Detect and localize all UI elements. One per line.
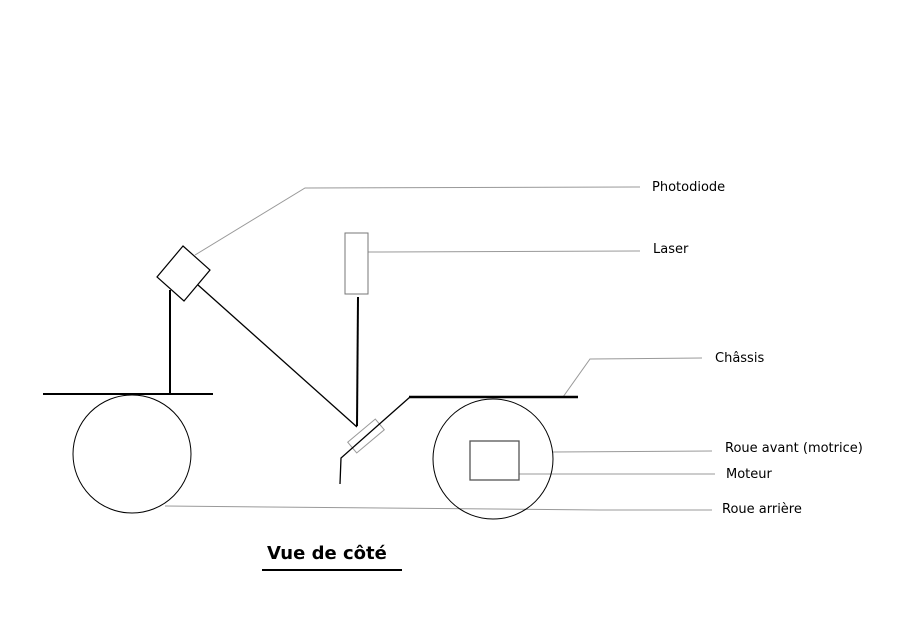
label-rear-wheel: Roue arrière <box>722 502 802 517</box>
diagram-title: Vue de côté <box>267 543 387 564</box>
leader-rear-wheel <box>164 505 712 511</box>
reflected-beam <box>197 284 358 428</box>
laser-beam <box>356 296 359 427</box>
label-photodiode: Photodiode <box>652 180 726 195</box>
label-front-wheel: Roue avant (motrice) <box>725 441 863 456</box>
label-chassis: Châssis <box>715 351 765 366</box>
front-arm <box>339 396 411 485</box>
rear-wheel <box>72 394 192 514</box>
label-motor: Moteur <box>726 467 772 482</box>
leader-chassis <box>562 357 703 398</box>
leader-photodiode <box>194 186 641 256</box>
front-wheel <box>432 398 554 520</box>
photodiode-box <box>156 245 211 302</box>
laser-box <box>344 232 369 295</box>
leader-front-wheel <box>552 450 713 453</box>
label-laser: Laser <box>653 242 689 257</box>
motor-box <box>469 440 520 481</box>
leader-laser <box>367 250 641 253</box>
